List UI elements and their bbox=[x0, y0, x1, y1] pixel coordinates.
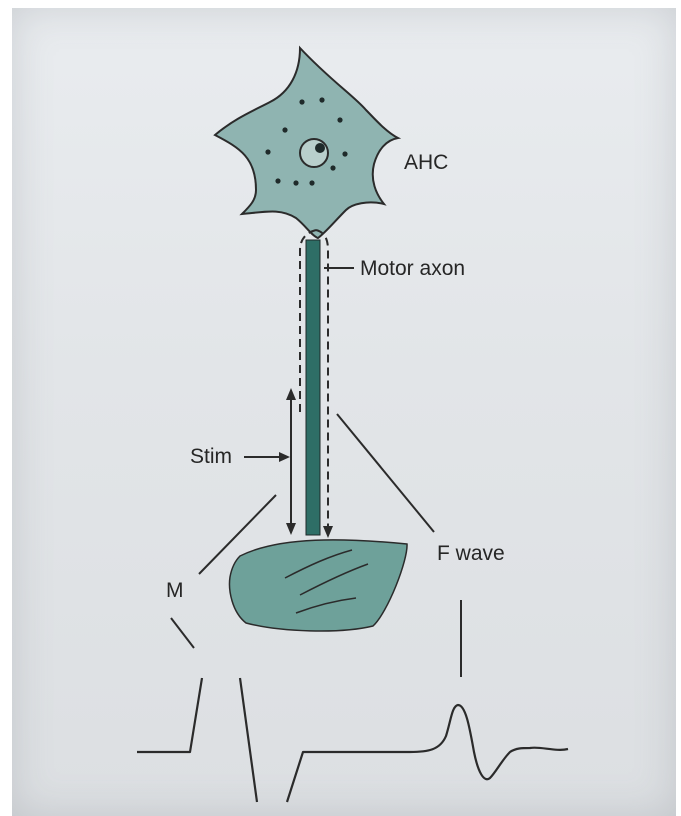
ahc-label: AHC bbox=[404, 152, 448, 173]
f-wave-pointer-upper bbox=[337, 414, 434, 532]
emg-trace bbox=[137, 678, 568, 802]
stim-label: Stim bbox=[190, 446, 232, 467]
m-pointer-lower bbox=[171, 618, 194, 648]
motor-axon bbox=[306, 240, 320, 535]
nucleolus bbox=[315, 143, 325, 153]
f-wave-label: F wave bbox=[437, 543, 505, 564]
stim-arrow-up-head bbox=[286, 388, 296, 400]
m-label: M bbox=[166, 580, 184, 601]
nucleus bbox=[300, 139, 328, 167]
stim-arrow-down-head bbox=[286, 523, 296, 535]
stim-pointer-arrow bbox=[279, 452, 290, 462]
motor-axon-label: Motor axon bbox=[360, 258, 465, 279]
orthodromic-arrow-head bbox=[323, 526, 333, 538]
